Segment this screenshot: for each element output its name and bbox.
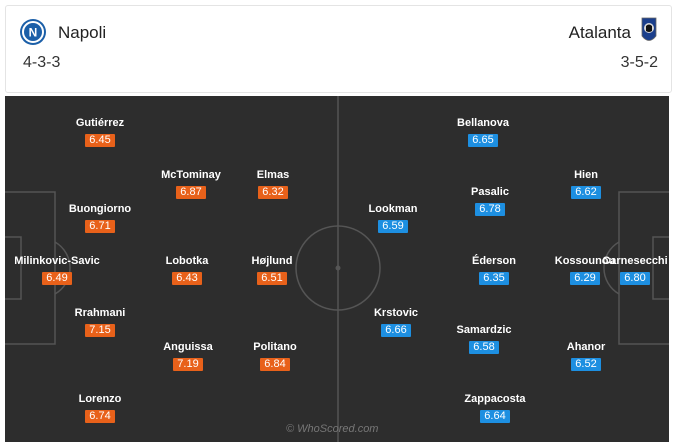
player-rating: 6.65 (468, 134, 498, 147)
player-name: Ahanor (566, 341, 606, 353)
pitch: Gutiérrez 6.45 McTominay 6.87 Elmas 6.32… (5, 96, 669, 442)
player-rating: 6.35 (479, 272, 509, 285)
player-name: Éderson (471, 255, 516, 267)
player-name: Elmas (256, 169, 290, 181)
away-team-name[interactable]: Atalanta (568, 23, 631, 42)
player-rating: 6.32 (258, 186, 288, 199)
home-player-hojlund[interactable]: Højlund 6.51 (227, 255, 317, 286)
svg-text:N: N (29, 26, 38, 40)
player-name: Kossounou (554, 255, 616, 267)
away-player-zappacosta[interactable]: Zappacosta 6.64 (450, 393, 540, 424)
player-rating: 7.19 (173, 358, 203, 371)
player-name: Anguissa (163, 341, 213, 353)
whoscored-watermark: © WhoScored.com (286, 423, 379, 435)
home-player-mctominay[interactable]: McTominay 6.87 (146, 169, 236, 200)
napoli-crest-icon: N (20, 19, 46, 45)
player-rating: 6.59 (378, 220, 408, 233)
player-rating: 6.74 (85, 410, 115, 423)
player-rating: 6.84 (260, 358, 290, 371)
away-formation: 3-5-2 (620, 54, 658, 71)
home-player-gutierrez[interactable]: Gutiérrez 6.45 (55, 117, 145, 148)
away-player-pasalic[interactable]: Pasalic 6.78 (445, 186, 535, 217)
player-name: Buongiorno (68, 203, 132, 215)
player-name: Rrahmani (74, 307, 126, 319)
player-rating: 6.78 (475, 203, 505, 216)
home-player-lorenzo[interactable]: Lorenzo 6.74 (55, 393, 145, 424)
match-header: N Napoli 4-3-3 Atalanta 3-5-2 (5, 5, 672, 93)
player-rating: 6.29 (570, 272, 600, 285)
home-formation: 4-3-3 (23, 54, 61, 71)
player-rating: 6.87 (176, 186, 206, 199)
away-player-lookman[interactable]: Lookman 6.59 (348, 203, 438, 234)
player-rating: 6.43 (172, 272, 202, 285)
player-name: Lorenzo (78, 393, 122, 405)
player-name: Pasalic (471, 186, 509, 198)
player-rating: 6.58 (469, 341, 499, 354)
away-player-ahanor[interactable]: Ahanor 6.52 (541, 341, 631, 372)
away-player-carnesecchi[interactable]: Carnesecchi 6.80 (602, 255, 668, 286)
away-player-bellanova[interactable]: Bellanova 6.65 (438, 117, 528, 148)
player-rating: 6.80 (620, 272, 650, 285)
home-player-buongiorno[interactable]: Buongiorno 6.71 (55, 203, 145, 234)
player-name: Gutiérrez (75, 117, 125, 129)
player-name: Milinkovic-Savic (14, 255, 100, 267)
player-rating: 6.66 (381, 324, 411, 337)
player-name: Højlund (251, 255, 293, 267)
pitch-markings (5, 96, 669, 442)
home-player-rrahmani[interactable]: Rrahmani 7.15 (55, 307, 145, 338)
player-rating: 6.52 (571, 358, 601, 371)
home-player-lobotka[interactable]: Lobotka 6.43 (142, 255, 232, 286)
player-name: Zappacosta (464, 393, 526, 405)
player-rating: 6.71 (85, 220, 115, 233)
player-rating: 6.45 (85, 134, 115, 147)
home-player-elmas[interactable]: Elmas 6.32 (228, 169, 318, 200)
away-player-samardzic[interactable]: Samardzic 6.58 (439, 324, 529, 355)
player-rating: 6.49 (42, 272, 72, 285)
player-name: Samardzic (456, 324, 512, 336)
away-player-kossounou[interactable]: Kossounou 6.29 (540, 255, 630, 286)
player-name: Carnesecchi (602, 255, 668, 267)
player-name: Bellanova (457, 117, 509, 129)
player-rating: 6.62 (571, 186, 601, 199)
player-rating: 6.64 (480, 410, 510, 423)
player-name: Hien (574, 169, 598, 181)
player-name: Politano (253, 341, 297, 353)
home-player-politano[interactable]: Politano 6.84 (230, 341, 320, 372)
player-name: Lobotka (165, 255, 209, 267)
home-player-anguissa[interactable]: Anguissa 7.19 (143, 341, 233, 372)
player-name: McTominay (161, 169, 221, 181)
away-player-hien[interactable]: Hien 6.62 (541, 169, 631, 200)
player-rating: 6.51 (257, 272, 287, 285)
atalanta-crest-icon (641, 17, 657, 41)
player-name: Lookman (368, 203, 418, 215)
player-rating: 7.15 (85, 324, 115, 337)
home-player-milinkovic-savic[interactable]: Milinkovic-Savic 6.49 (12, 255, 102, 286)
home-team-name[interactable]: Napoli (58, 23, 107, 42)
away-player-ederson[interactable]: Éderson 6.35 (449, 255, 539, 286)
player-name: Krstovic (373, 307, 419, 319)
away-player-krstovic[interactable]: Krstovic 6.66 (351, 307, 441, 338)
